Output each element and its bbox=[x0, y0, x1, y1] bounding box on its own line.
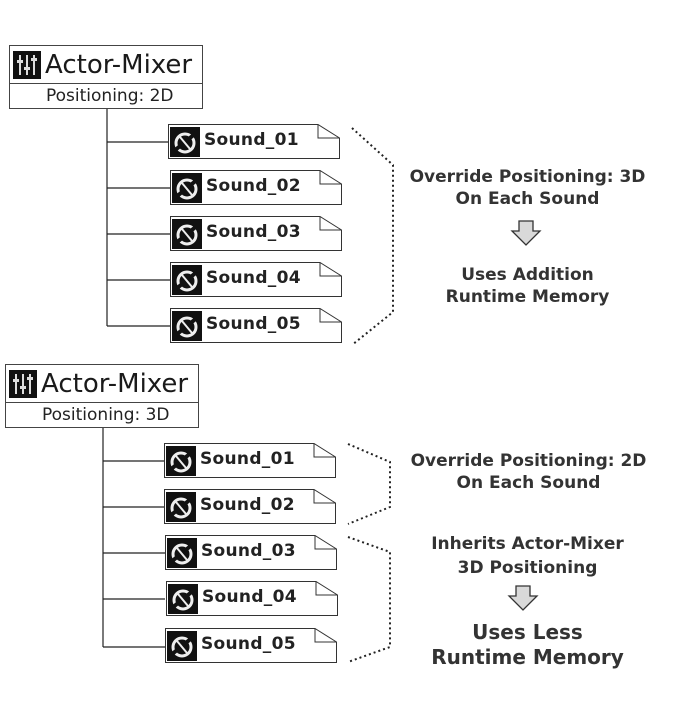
sound-icon bbox=[168, 584, 198, 614]
note-line: Uses Less bbox=[472, 620, 583, 644]
positioning-label: Positioning: 3D bbox=[5, 402, 199, 428]
note-line: Runtime Memory bbox=[445, 287, 610, 307]
override-note-group2: Override Positioning: 2D On Each Sound bbox=[396, 450, 661, 494]
bracket-group1 bbox=[351, 127, 394, 346]
sound-frame bbox=[170, 308, 342, 343]
sound-icon bbox=[172, 265, 202, 295]
note-line: On Each Sound bbox=[455, 189, 600, 209]
positioning-label: Positioning: 2D bbox=[9, 83, 203, 109]
inherits-note-group2: Inherits Actor-Mixer 3D Positioning bbox=[395, 532, 660, 580]
actor-mixer-icon bbox=[9, 370, 37, 398]
sound-frame bbox=[168, 124, 340, 159]
sound-icon bbox=[172, 219, 202, 249]
actor-mixer-header: Actor-Mixer bbox=[9, 45, 203, 84]
sound-icon bbox=[167, 631, 197, 661]
note-line: Inherits Actor-Mixer bbox=[431, 534, 624, 554]
sound-label: Sound_01 bbox=[204, 130, 299, 150]
note-line: Override Positioning: 3D bbox=[409, 167, 646, 187]
sound-label: Sound_05 bbox=[201, 634, 296, 654]
sound-label: Sound_05 bbox=[206, 314, 301, 334]
override-note-group1: Override Positioning: 3D On Each Sound bbox=[395, 166, 660, 210]
down-arrow-icon bbox=[510, 220, 542, 246]
note-line: On Each Sound bbox=[456, 473, 601, 493]
memory-note-group1: Uses Addition Runtime Memory bbox=[395, 264, 660, 308]
sound-label: Sound_01 bbox=[200, 449, 295, 469]
sound-node[interactable]: Sound_04 bbox=[170, 262, 342, 297]
bracket-group2-b bbox=[347, 536, 391, 663]
sound-icon bbox=[166, 492, 196, 522]
sound-node[interactable]: Sound_03 bbox=[170, 216, 342, 251]
sound-node[interactable]: Sound_02 bbox=[170, 170, 342, 205]
sound-label: Sound_02 bbox=[206, 176, 301, 196]
note-line: Override Positioning: 2D bbox=[410, 451, 647, 471]
sound-label: Sound_04 bbox=[206, 268, 301, 288]
note-line: Uses Addition bbox=[461, 265, 594, 285]
sound-frame bbox=[164, 443, 336, 478]
sound-node[interactable]: Sound_05 bbox=[165, 628, 337, 663]
sound-icon bbox=[170, 127, 200, 157]
down-arrow-icon bbox=[507, 585, 539, 611]
sound-icon bbox=[172, 173, 202, 203]
sound-frame bbox=[165, 535, 337, 570]
sound-node[interactable]: Sound_04 bbox=[166, 581, 338, 616]
sound-frame bbox=[170, 262, 342, 297]
sound-label: Sound_02 bbox=[200, 495, 295, 515]
sound-node[interactable]: Sound_05 bbox=[170, 308, 342, 343]
sound-node[interactable]: Sound_01 bbox=[164, 443, 336, 478]
sound-frame bbox=[170, 216, 342, 251]
sound-node[interactable]: Sound_03 bbox=[165, 535, 337, 570]
memory-note-group2: Uses Less Runtime Memory bbox=[395, 620, 660, 670]
sound-icon bbox=[166, 446, 196, 476]
sound-icon bbox=[167, 538, 197, 568]
sound-frame bbox=[170, 170, 342, 205]
sound-node[interactable]: Sound_01 bbox=[168, 124, 340, 159]
sound-node[interactable]: Sound_02 bbox=[164, 489, 336, 524]
sound-icon bbox=[172, 311, 202, 341]
sound-frame bbox=[165, 628, 337, 663]
sound-frame bbox=[164, 489, 336, 524]
actor-mixer-header: Actor-Mixer bbox=[5, 364, 199, 403]
actor-mixer-icon bbox=[13, 51, 41, 79]
note-line: 3D Positioning bbox=[457, 558, 598, 578]
actor-mixer-title: Actor-Mixer bbox=[41, 369, 189, 399]
note-line: Runtime Memory bbox=[431, 645, 624, 669]
sound-label: Sound_03 bbox=[201, 541, 296, 561]
sound-frame bbox=[166, 581, 338, 616]
actor-mixer-title: Actor-Mixer bbox=[45, 50, 193, 80]
sound-label: Sound_03 bbox=[206, 222, 301, 242]
sound-label: Sound_04 bbox=[202, 587, 297, 607]
bracket-group2-a bbox=[347, 443, 391, 525]
